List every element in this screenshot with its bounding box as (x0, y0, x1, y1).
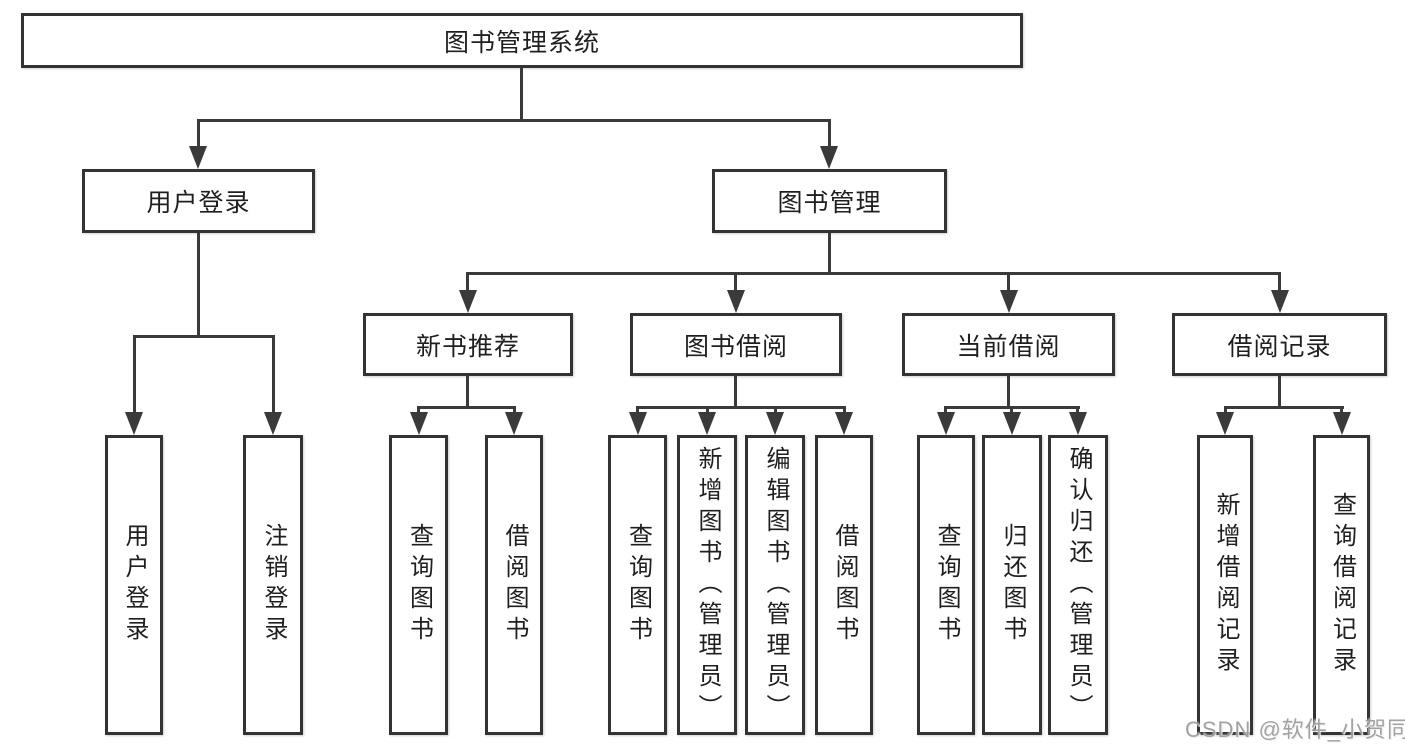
connector-stub-leaf (706, 406, 709, 414)
leaf-add-books-admin-label: 新增图书（管理员） (694, 445, 721, 725)
connector-stub-leaf (843, 406, 846, 414)
leaf-logout-label: 注销登录 (260, 523, 287, 647)
connector-stub-leaf (417, 406, 420, 414)
leaf-return-books-label: 归还图书 (999, 523, 1026, 647)
leaf-borrow-books-label: 借阅图书 (831, 523, 858, 647)
leaf-borrow-books: 借阅图书 (815, 435, 873, 735)
leaf-confirm-return-admin-label: 确认归还（管理员） (1065, 445, 1092, 725)
arrow-down-icon (698, 412, 716, 435)
connector-current-borrow-drop (1007, 376, 1010, 406)
node-book-borrow-label: 图书借阅 (683, 332, 788, 361)
leaf-logout: 注销登录 (243, 435, 303, 735)
connector-stub-borrow-record (1278, 272, 1281, 292)
arrow-down-icon (1069, 412, 1087, 435)
leaf-query-borrow-record: 查询借阅记录 (1313, 435, 1370, 735)
leaf-query-books-borrow-label: 查询图书 (624, 523, 652, 647)
connector-new-book-rec-branch (417, 406, 516, 409)
leaf-borrow-books-rec-label: 借阅图书 (501, 523, 528, 647)
connector-book-mgmt-drop (828, 233, 831, 272)
leaf-query-books-current-label: 查询图书 (933, 523, 960, 647)
connector-stub-leaf (133, 335, 136, 414)
connector-root-branch (197, 119, 830, 122)
arrow-down-icon (820, 146, 838, 169)
connector-stub-leaf (636, 406, 639, 414)
connector-stub-leaf (272, 335, 275, 414)
leaf-query-books-rec: 查询图书 (389, 435, 448, 735)
leaf-add-books-admin: 新增图书（管理员） (677, 435, 737, 735)
arrow-down-icon (1003, 412, 1021, 435)
node-book-mgmt: 图书管理 (712, 169, 947, 233)
node-root-label: 图书管理系统 (443, 28, 600, 57)
connector-stub-book-mgmt (828, 119, 831, 148)
node-user-login: 用户登录 (82, 169, 315, 233)
connector-stub-leaf (1224, 406, 1227, 414)
connector-stub-new-book-rec (466, 272, 469, 292)
connector-stub-leaf (513, 406, 516, 414)
leaf-add-borrow-record-label: 新增借阅记录 (1212, 492, 1239, 678)
connector-book-borrow-branch (636, 406, 846, 409)
arrow-down-icon (1000, 290, 1018, 313)
leaf-confirm-return-admin: 确认归还（管理员） (1048, 435, 1108, 735)
connector-book-borrow-drop (734, 376, 737, 406)
leaf-borrow-books-rec: 借阅图书 (485, 435, 543, 735)
connector-user-login-drop (197, 233, 200, 335)
node-current-borrow: 当前借阅 (902, 313, 1115, 376)
connector-user-login-branch (133, 335, 275, 338)
leaf-edit-books-admin: 编辑图书（管理员） (745, 435, 805, 735)
arrow-down-icon (1271, 290, 1289, 313)
connector-stub-book-borrow (734, 272, 737, 292)
arrow-down-icon (505, 412, 523, 435)
leaf-query-books-current: 查询图书 (917, 435, 975, 735)
connector-book-mgmt-branch (466, 272, 1281, 275)
arrow-down-icon (410, 412, 428, 435)
connector-stub-user-login (197, 119, 200, 148)
leaf-user-login-label: 用户登录 (121, 523, 148, 647)
arrow-down-icon (766, 412, 784, 435)
arrow-down-icon (189, 146, 207, 169)
connector-borrow-record-branch (1224, 406, 1344, 409)
arrow-down-icon (1333, 412, 1351, 435)
arrow-down-icon (835, 412, 853, 435)
connector-root-drop (520, 68, 523, 119)
connector-stub-leaf (944, 406, 947, 414)
node-new-book-rec: 新书推荐 (363, 313, 573, 376)
node-user-login-label: 用户登录 (146, 189, 251, 217)
node-current-borrow-label: 当前借阅 (956, 332, 1061, 361)
connector-stub-leaf (1010, 406, 1013, 414)
connector-stub-leaf (1076, 406, 1079, 414)
arrow-down-icon (125, 412, 143, 435)
leaf-add-borrow-record: 新增借阅记录 (1197, 435, 1253, 735)
node-borrow-record-label: 借阅记录 (1227, 332, 1332, 361)
node-new-book-rec-label: 新书推荐 (415, 332, 520, 361)
node-root: 图书管理系统 (21, 13, 1023, 68)
node-book-borrow: 图书借阅 (630, 313, 842, 376)
arrow-down-icon (459, 290, 477, 313)
leaf-query-books-rec-label: 查询图书 (405, 523, 433, 647)
leaf-user-login: 用户登录 (105, 435, 163, 735)
arrow-down-icon (629, 412, 647, 435)
arrow-down-icon (937, 412, 955, 435)
leaf-query-books-borrow: 查询图书 (608, 435, 667, 735)
connector-stub-leaf (1340, 406, 1343, 414)
node-borrow-record: 借阅记录 (1172, 313, 1387, 376)
connector-borrow-record-drop (1278, 376, 1281, 406)
leaf-return-books: 归还图书 (982, 435, 1042, 735)
connector-stub-current-borrow (1007, 272, 1010, 292)
connector-stub-leaf (774, 406, 777, 414)
node-book-mgmt-label: 图书管理 (777, 189, 882, 217)
arrow-down-icon (264, 412, 282, 435)
leaf-query-borrow-record-label: 查询借阅记录 (1328, 492, 1356, 678)
connector-new-book-rec-drop (466, 376, 469, 406)
leaf-edit-books-admin-label: 编辑图书（管理员） (762, 445, 789, 725)
arrow-down-icon (1216, 412, 1234, 435)
arrow-down-icon (727, 290, 745, 313)
csdn-watermark: CSDN @软件_小贺同学 (1185, 717, 1405, 742)
